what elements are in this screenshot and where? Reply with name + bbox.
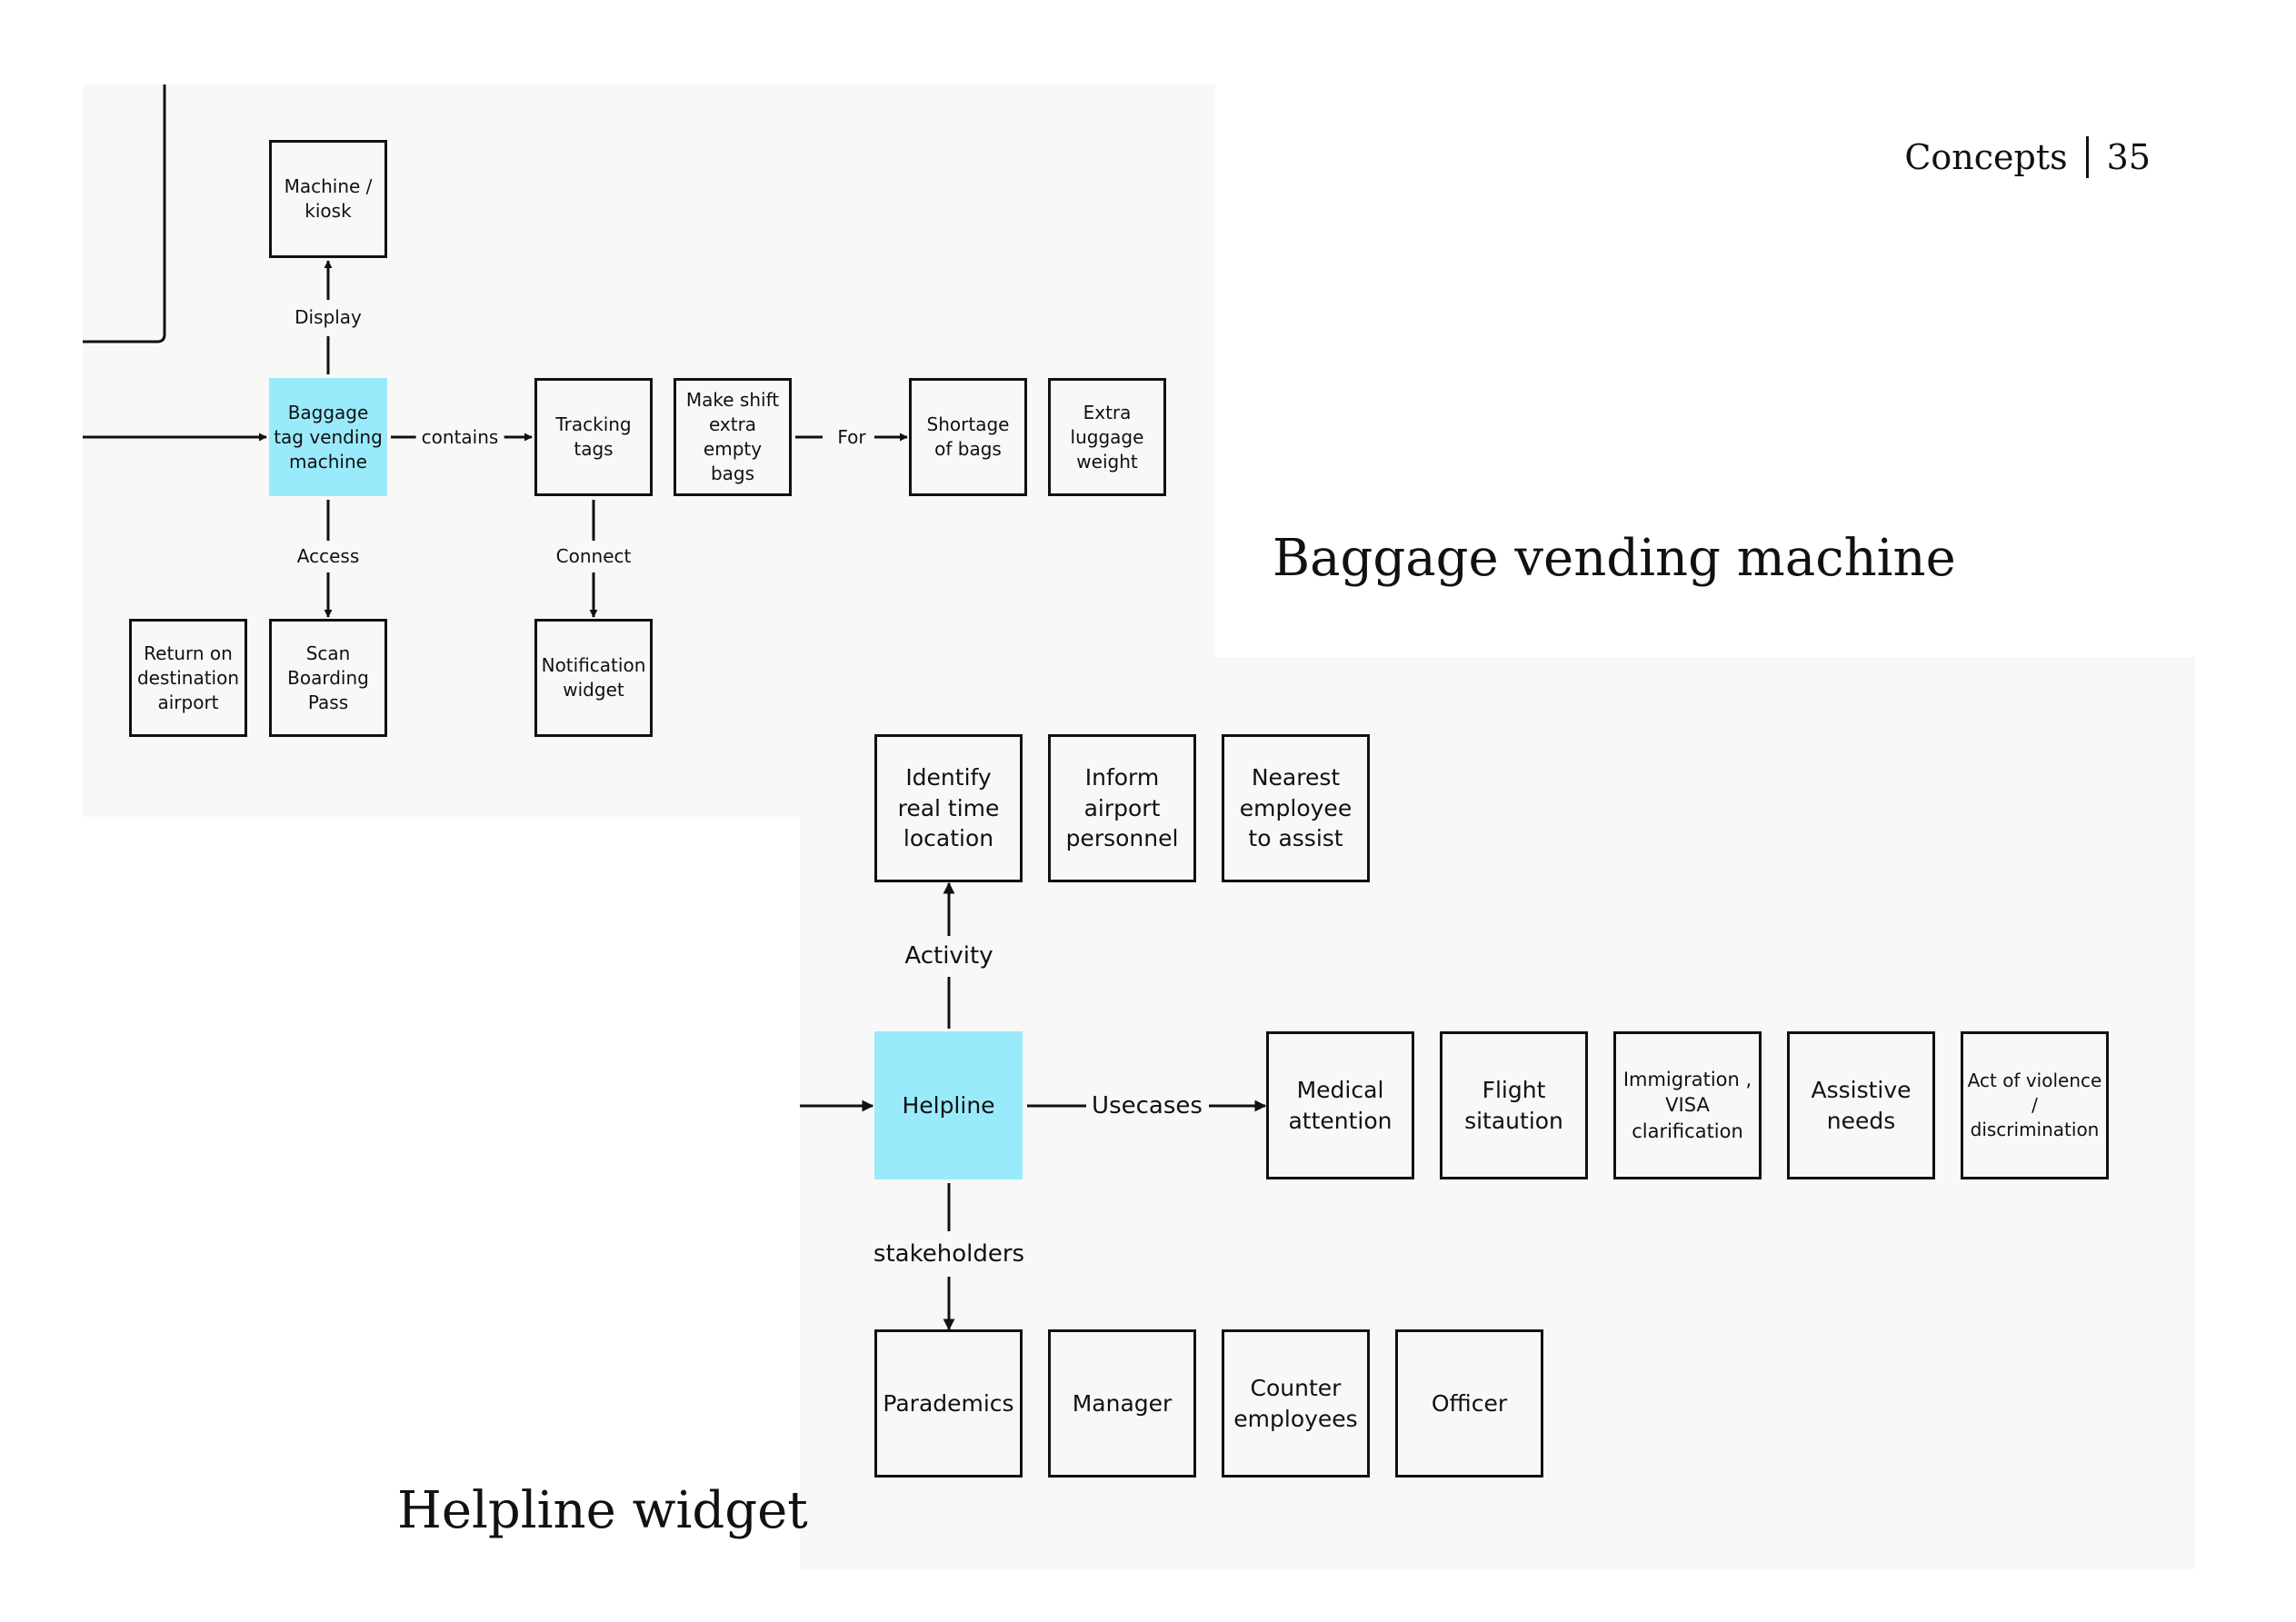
act-of-violence-node: Act of violence / discrimination <box>1961 1031 2109 1179</box>
manager-node: Manager <box>1048 1329 1196 1478</box>
display-edge-label: Display <box>289 303 367 332</box>
header-separator <box>2085 136 2089 178</box>
nearest-employee-node: Nearest employee to assist <box>1222 734 1370 882</box>
counter-employees-node: Counter employees <box>1222 1329 1370 1478</box>
helpline-node: Helpline <box>874 1031 1023 1179</box>
return-on-destination-node: Return on destination airport <box>129 619 247 737</box>
page-number: 35 <box>2106 137 2151 177</box>
machine-kiosk-node: Machine / kiosk <box>269 140 387 258</box>
activity-edge-label: Activity <box>899 939 999 973</box>
baggage-section-title: Baggage vending machine <box>1273 529 1956 588</box>
page-header: Concepts 35 <box>1904 136 2151 178</box>
inform-personnel-node: Inform airport personnel <box>1048 734 1196 882</box>
shortage-of-bags-node: Shortage of bags <box>909 378 1027 496</box>
immigration-visa-node: Immigration , VISA clarification <box>1613 1031 1762 1179</box>
flight-situation-node: Flight sitaution <box>1440 1031 1588 1179</box>
section-name: Concepts <box>1904 137 2068 177</box>
scan-boarding-pass-node: Scan Boarding Pass <box>269 619 387 737</box>
make-shift-bags-node: Make shift extra empty bags <box>674 378 792 496</box>
connect-edge-label: Connect <box>550 542 637 571</box>
notification-widget-node: Notification widget <box>534 619 653 737</box>
baggage-tag-vending-machine-node: Baggage tag vending machine <box>269 378 387 496</box>
officer-node: Officer <box>1395 1329 1543 1478</box>
access-edge-label: Access <box>291 542 365 571</box>
parademics-node: Parademics <box>874 1329 1023 1478</box>
identify-location-node: Identify real time location <box>874 734 1023 882</box>
for-edge-label: For <box>832 423 872 452</box>
extra-luggage-weight-node: Extra luggage weight <box>1048 378 1166 496</box>
contains-edge-label: contains <box>415 423 504 452</box>
tracking-tags-node: Tracking tags <box>534 378 653 496</box>
stakeholders-edge-label: stakeholders <box>867 1237 1031 1271</box>
assistive-needs-node: Assistive needs <box>1787 1031 1935 1179</box>
helpline-section-title: Helpline widget <box>397 1481 808 1540</box>
usecases-edge-label: Usecases <box>1086 1089 1208 1123</box>
medical-attention-node: Medical attention <box>1266 1031 1414 1179</box>
